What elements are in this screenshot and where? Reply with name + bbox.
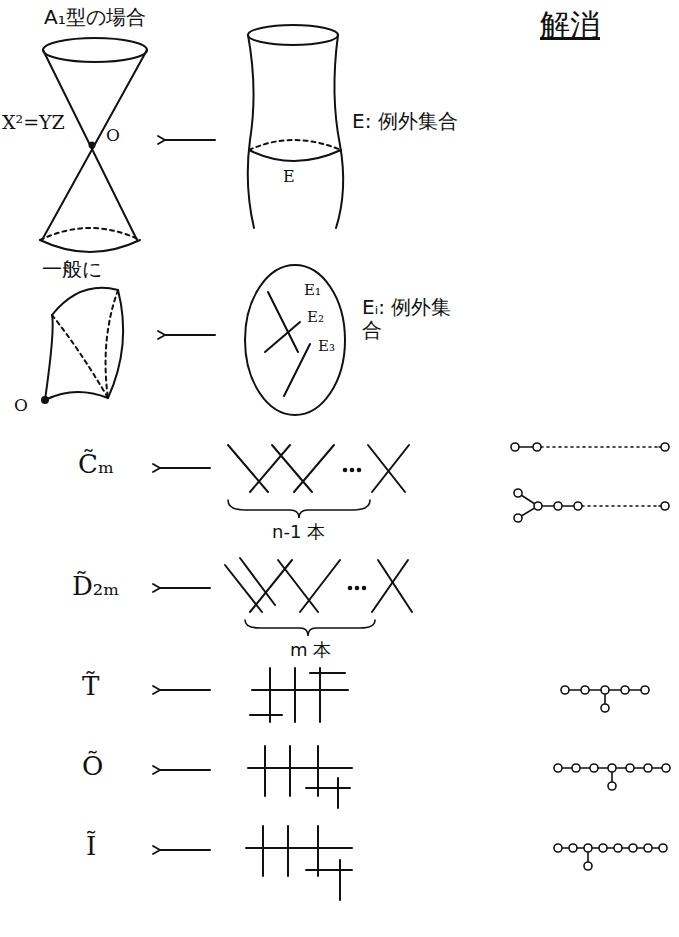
cylinder [248, 25, 343, 228]
title: 解消 [540, 8, 600, 43]
cone [40, 38, 147, 252]
curve-label: E [283, 168, 295, 186]
map-arrows [160, 140, 215, 850]
group-name: D̃₂ₘ [72, 572, 119, 602]
group-name: T̃ [82, 672, 99, 702]
note: E: 例外集合 [352, 110, 458, 133]
curve-label: E₃ [318, 338, 335, 355]
curve-chain-c [228, 445, 409, 518]
count-label: n-1 本 [272, 522, 325, 543]
curve-chain-d [225, 558, 412, 636]
curve-label: E₂ [307, 309, 324, 326]
count-label: m 本 [290, 640, 331, 661]
singular-surface [42, 288, 123, 403]
curve-config-o [248, 746, 352, 808]
group-name: Õ [82, 752, 103, 782]
curve-config-t [250, 668, 348, 722]
point-label: O [106, 126, 120, 146]
group-name: C̃ₘ [78, 450, 114, 480]
group-name: Ĩ [86, 832, 96, 862]
curve-config-i [246, 826, 352, 900]
heading: 一般に [42, 258, 102, 281]
equation: X²=YZ [2, 112, 65, 134]
point-label: O [14, 396, 28, 416]
curve-label: E₁ [304, 282, 321, 299]
note: Eᵢ: 例外集合 [362, 296, 462, 342]
dynkin-diagrams [511, 443, 670, 870]
case-heading: A₁型の場合 [44, 6, 146, 29]
resolution-oval [245, 265, 345, 415]
